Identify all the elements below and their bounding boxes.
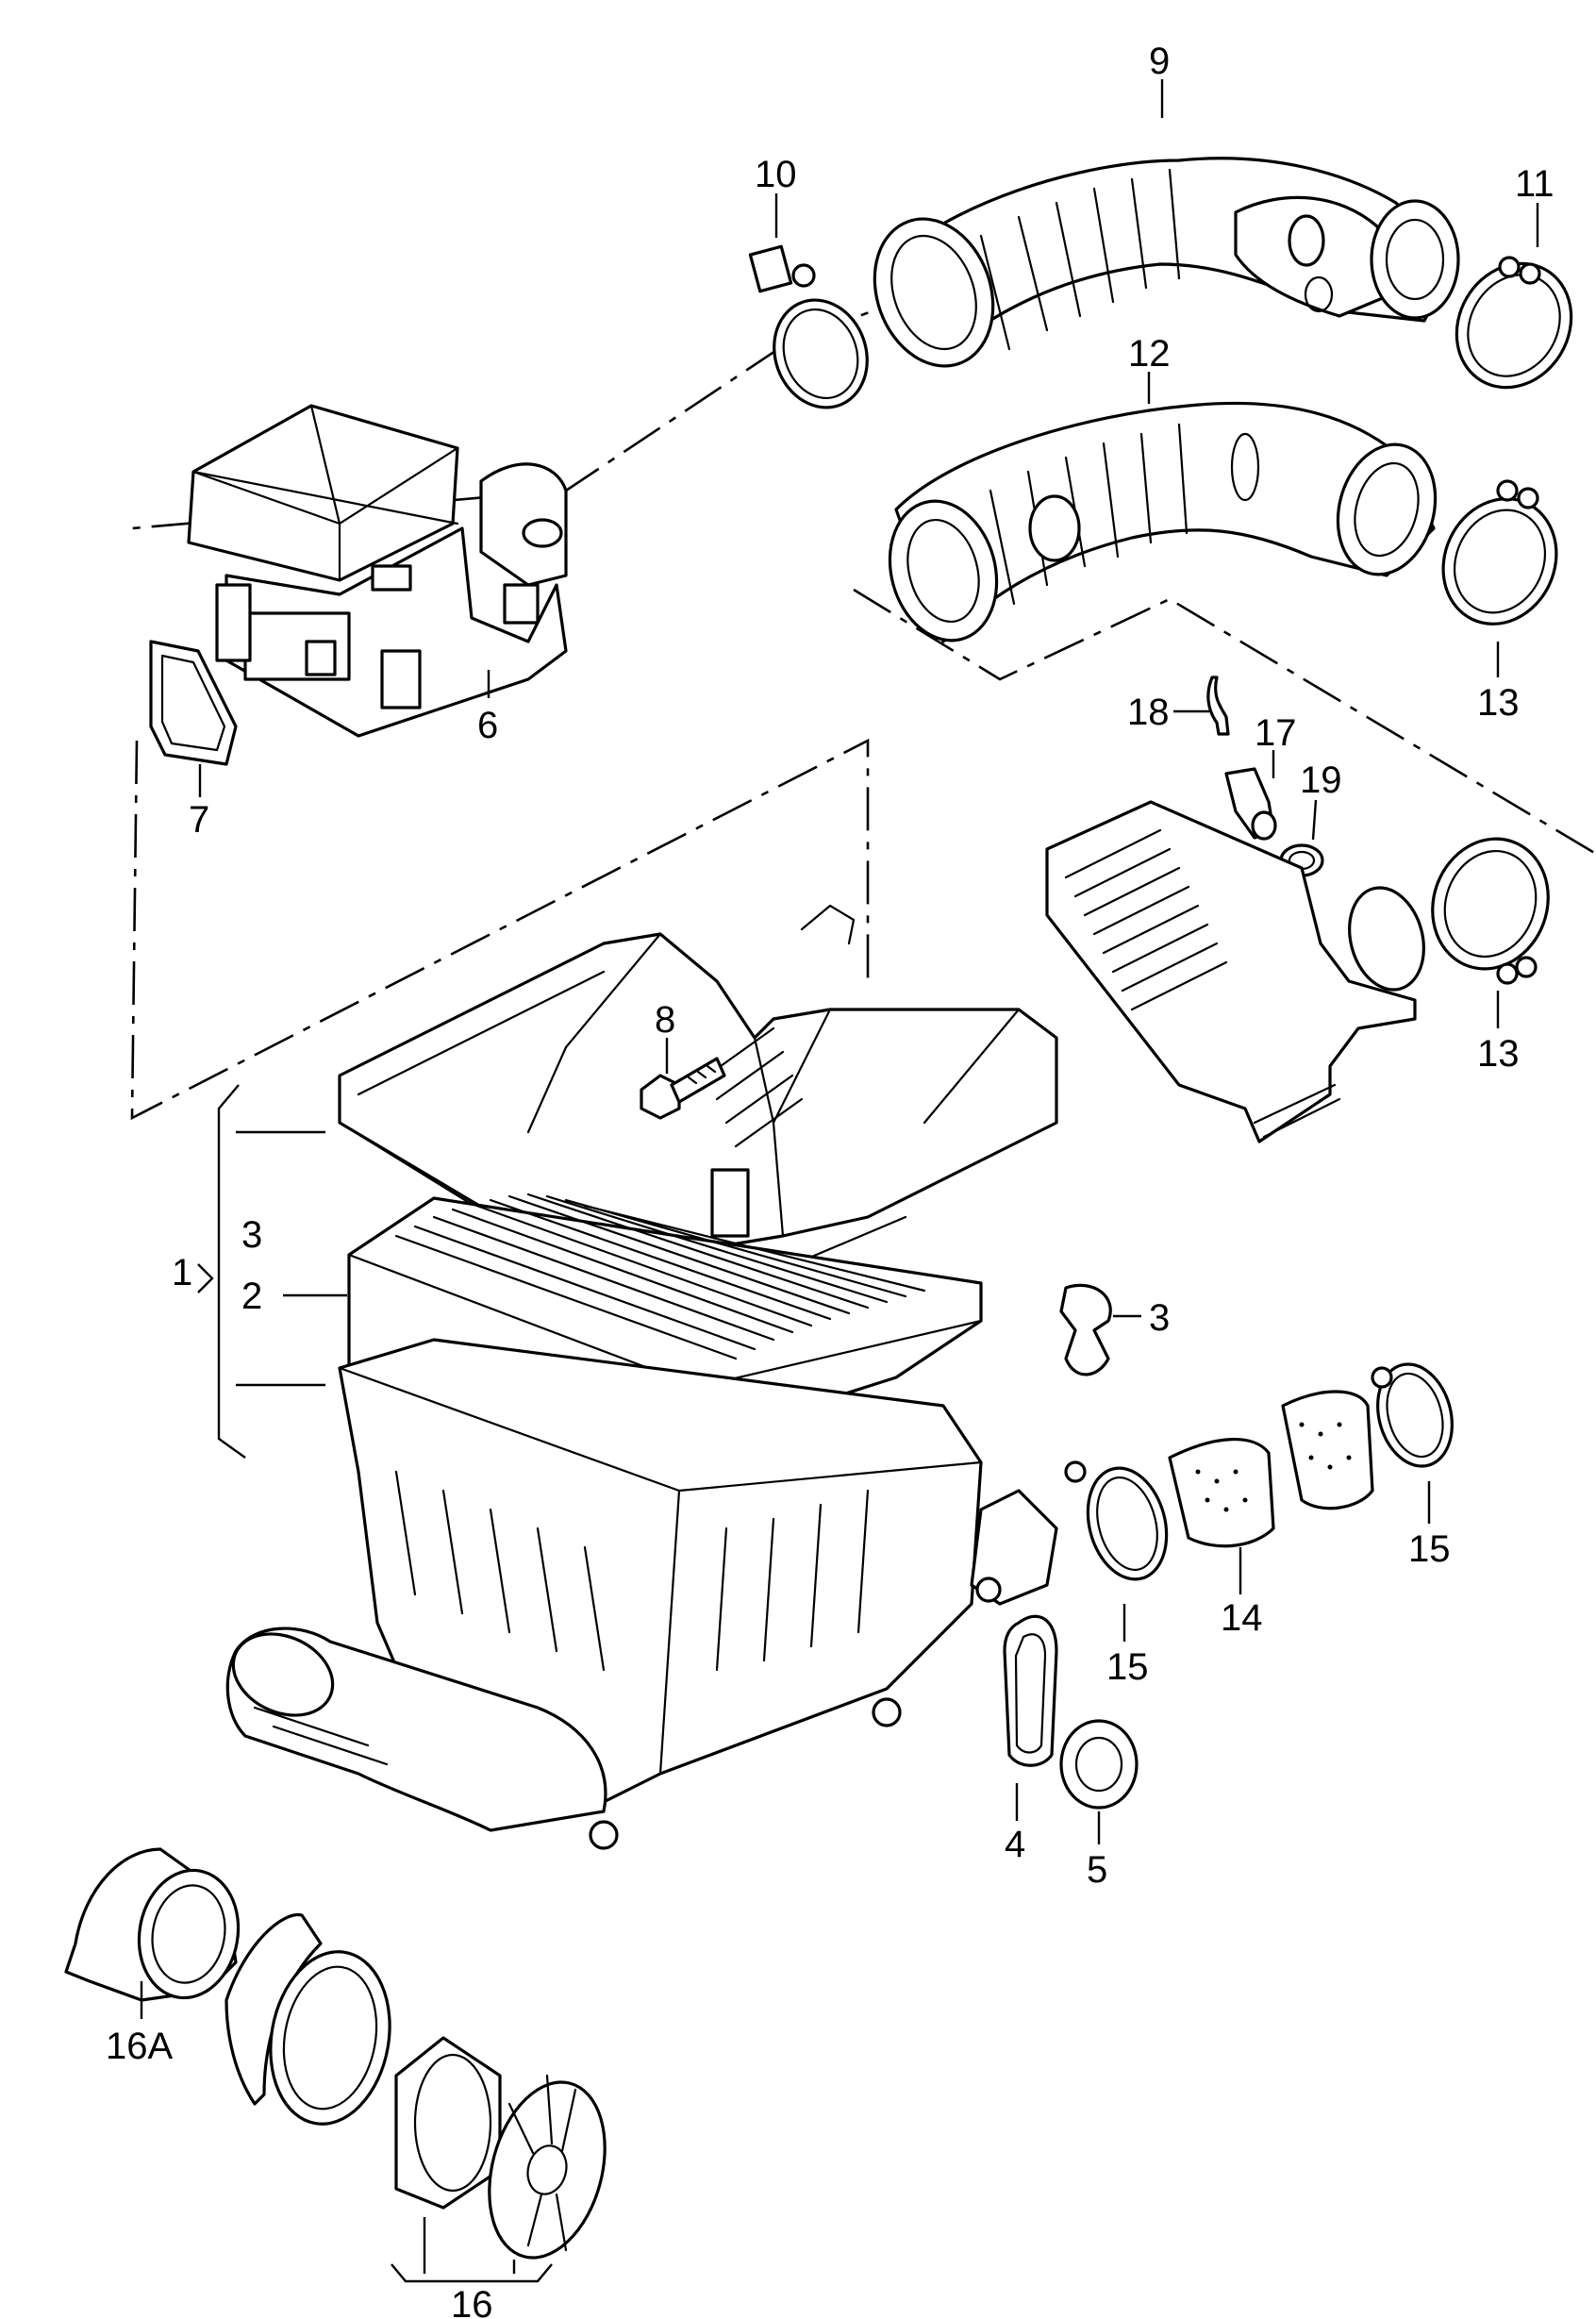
hose-clamp-13b [1431,837,1550,985]
hose-clamp-13a [1441,479,1558,626]
hose-clamp-10 [748,244,869,409]
retaining-clip-3 [1059,1283,1112,1376]
label-6: 6 [477,705,498,746]
label-10: 10 [755,154,797,195]
label-2: 2 [241,1276,262,1317]
intake-hose-9 [873,157,1460,368]
label-5: 5 [1087,1849,1107,1891]
label-3a: 3 [241,1214,262,1256]
filter-set-16 [224,1912,607,2260]
label-8: 8 [655,999,675,1041]
label-18: 18 [1127,692,1170,733]
intake-hose-12 [888,401,1438,643]
label-3b: 3 [1149,1297,1170,1339]
sleeve-and-clamps [1064,1362,1454,1581]
air-filter-lower-housing [225,1338,1058,1850]
label-1: 1 [172,1252,192,1293]
label-19: 19 [1300,759,1342,801]
label-12: 12 [1128,333,1171,375]
bolt-8 [640,1057,726,1120]
grommet-5 [1059,1719,1139,1810]
seal-ring-4 [1003,1614,1058,1767]
gasket-7 [149,640,238,766]
label-16a: 16A [106,2026,173,2067]
label-14: 14 [1221,1597,1263,1639]
label-9: 9 [1149,41,1170,82]
label-15a: 15 [1106,1646,1149,1688]
intake-housing-16a [64,1847,241,2002]
leader-lines [140,79,1539,2283]
callout-labels: 9 10 11 12 13 6 7 18 17 19 13 8 3 1 2 3 … [106,41,1554,2319]
label-15b: 15 [1408,1528,1451,1570]
air-flow-meter-6 [187,404,568,738]
label-13b: 13 [1477,1033,1520,1075]
label-4: 4 [1005,1824,1025,1865]
hose-clamp-11 [1455,256,1573,390]
label-17: 17 [1255,712,1297,754]
label-13a: 13 [1477,682,1520,724]
label-7: 7 [189,799,209,841]
label-11: 11 [1515,163,1554,205]
intake-duct-right [1045,800,1425,1143]
label-16: 16 [451,2284,493,2319]
